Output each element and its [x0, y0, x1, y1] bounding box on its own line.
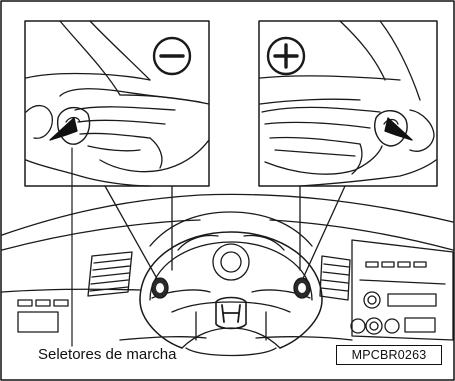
dashboard — [1, 193, 454, 341]
left-switch-panel — [1, 288, 141, 333]
shift-selector-caption: Seletores de marcha — [38, 346, 177, 363]
right-air-vent — [319, 255, 351, 301]
right-panel-frame — [258, 20, 438, 187]
left-air-vent — [87, 251, 133, 297]
press-arrow-left — [49, 117, 78, 141]
minus-icon — [152, 36, 192, 76]
steering-wheel — [119, 211, 353, 357]
left-shift-paddle — [151, 277, 169, 299]
audio-console — [350, 239, 454, 341]
right-inset-panel — [258, 20, 438, 187]
right-shift-paddle — [293, 277, 311, 299]
callout-right-b — [299, 185, 346, 286]
honda-logo — [215, 296, 247, 330]
left-inset-panel — [24, 20, 210, 187]
press-arrow-right — [384, 117, 413, 141]
left-panel-frame — [24, 20, 210, 187]
plus-icon — [266, 36, 306, 76]
figure-code-label: MPCBR0263 — [336, 345, 442, 365]
callout-left-a — [104, 185, 161, 285]
